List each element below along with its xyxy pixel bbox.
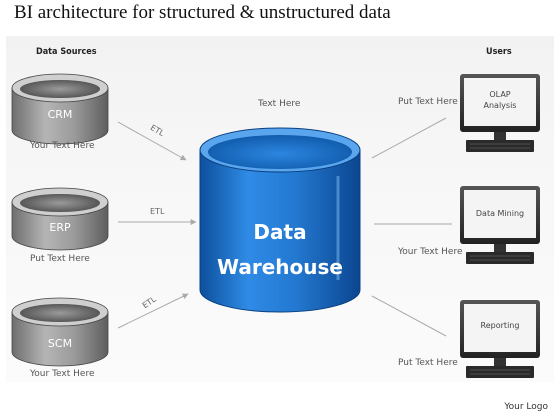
source-disk-erp <box>11 187 109 251</box>
user-caption-olap: Put Text Here <box>398 97 458 107</box>
user-screen-olap-line2: Analysis <box>484 101 517 110</box>
data-warehouse-cylinder <box>199 127 361 313</box>
monitor-olap <box>460 74 540 152</box>
user-screen-data-mining: Data Mining <box>476 209 524 218</box>
source-disk-scm <box>11 297 109 367</box>
warehouse-label-line1: Data <box>253 220 306 244</box>
source-label-crm: CRM <box>48 108 73 121</box>
source-label-scm: SCM <box>48 337 72 350</box>
diagram-title: BI architecture for structured & unstruc… <box>14 2 391 23</box>
monitor-reporting <box>460 300 540 378</box>
source-caption-scm: Your Text Here <box>30 369 95 379</box>
source-disk-crm <box>11 73 109 145</box>
users-heading: Users <box>486 47 512 57</box>
connector-scm <box>117 293 189 329</box>
warehouse-label-line2: Warehouse <box>217 255 343 279</box>
connector-crm <box>117 121 187 161</box>
data-sources-heading: Data Sources <box>36 47 97 57</box>
source-label-erp: ERP <box>49 221 71 234</box>
connector-olap <box>371 117 447 159</box>
user-caption-data-mining: Your Text Here <box>398 247 463 257</box>
source-caption-erp: Put Text Here <box>30 254 90 264</box>
user-caption-reporting: Put Text Here <box>398 358 458 368</box>
monitor-data-mining <box>460 186 540 264</box>
warehouse-caption: Text Here <box>258 99 301 109</box>
edge-label-erp: ETL <box>150 207 165 216</box>
connector-reporting <box>371 295 447 337</box>
source-caption-crm: Your Text Here <box>30 141 95 151</box>
user-screen-olap-line1: OLAP <box>489 90 510 99</box>
user-screen-reporting: Reporting <box>481 321 520 330</box>
logo-text: Your Logo <box>504 402 548 412</box>
